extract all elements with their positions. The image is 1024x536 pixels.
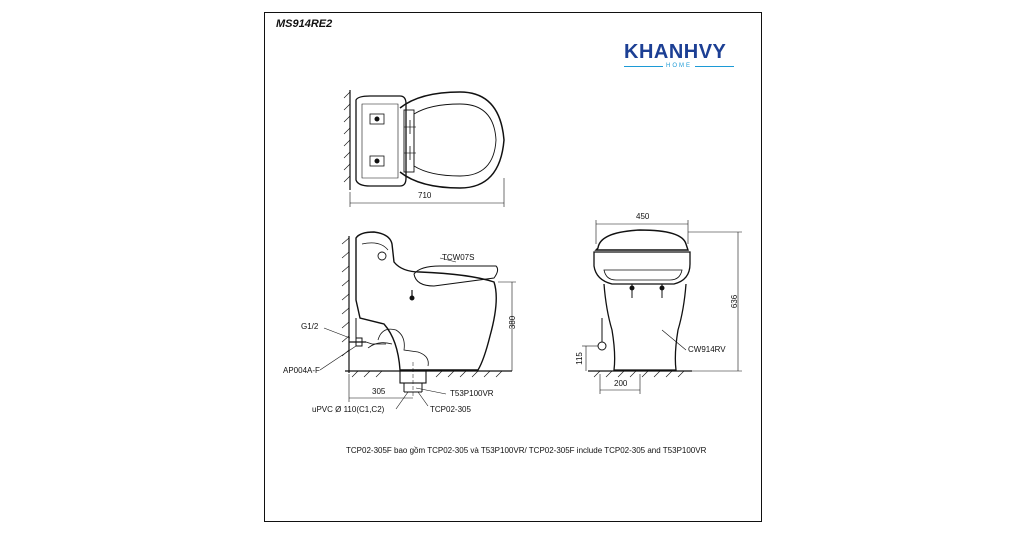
label-pipe: uPVC Ø 110(C1,C2) [312, 405, 385, 414]
dim-rough-in: 305 [372, 387, 386, 396]
dim-front-height: 636 [730, 294, 740, 309]
drawing-sheet [264, 12, 762, 522]
dim-base-width: 200 [614, 379, 628, 388]
brand-sub-row: HOME [624, 63, 734, 69]
brand-logo: KHANHVY HOME [624, 42, 734, 69]
label-inlet: G1/2 [301, 322, 319, 331]
brand-rule-right [695, 65, 734, 67]
brand-rule-left [624, 65, 663, 67]
label-seat: TCW07S [442, 253, 475, 262]
top-view [343, 90, 505, 207]
dim-side-height: 380 [508, 315, 518, 330]
footnote: TCP02-305F bao gồm TCP02-305 và T53P100V… [346, 446, 707, 455]
label-valve: AP004A-F [283, 366, 320, 375]
brand-name: KHANHVY [624, 41, 727, 63]
brand-sub: HOME [666, 63, 692, 69]
label-flange: T53P100VR [450, 389, 494, 398]
model-title: MS914RE2 [276, 18, 333, 30]
label-adapter: TCP02-305 [430, 405, 471, 414]
label-front-model: CW914RV [688, 345, 726, 354]
dim-inlet-height: 115 [574, 352, 584, 365]
dim-top-width: 450 [636, 212, 650, 221]
front-view [582, 220, 742, 394]
dim-top-length: 710 [418, 191, 432, 200]
side-view [319, 231, 516, 410]
